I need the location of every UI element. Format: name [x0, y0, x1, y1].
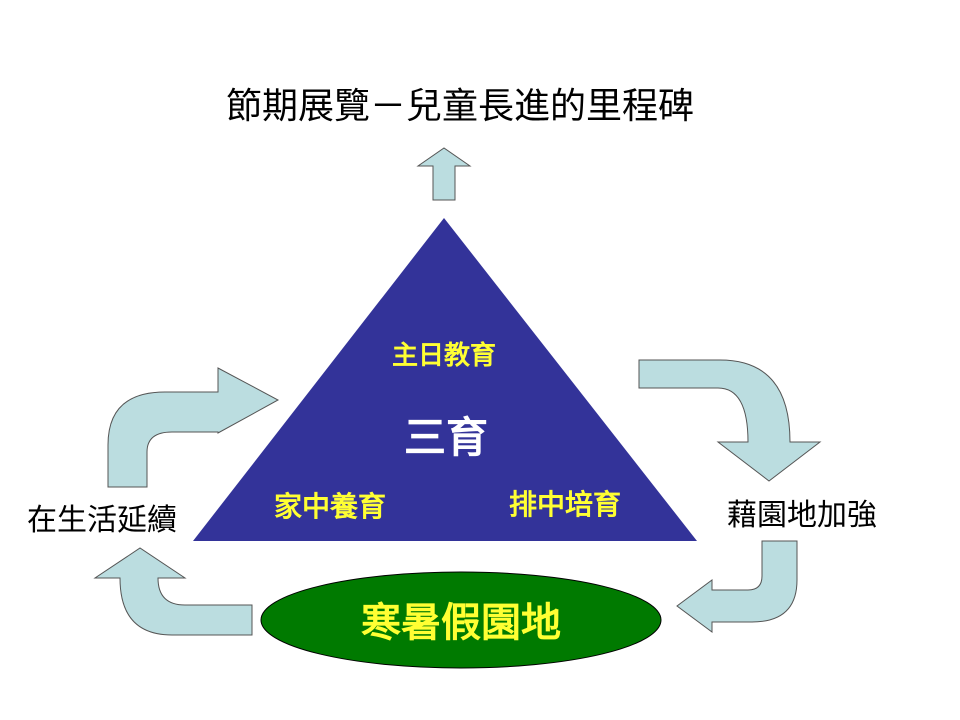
diagram-title: 節期展覽－兒童長進的里程碑	[226, 86, 694, 127]
triangle-bottom-right-label: 排中培育	[509, 488, 621, 521]
triangle	[193, 218, 697, 541]
right-label: 藉園地加強	[727, 498, 877, 533]
up-arrow	[416, 147, 472, 201]
triangle-center-label: 三育	[404, 413, 488, 462]
curved-arrow-top-left	[107, 367, 280, 488]
triangle-top-label: 主日教育	[392, 340, 496, 371]
triangle-bottom-left-label: 家中養育	[274, 490, 386, 523]
curved-arrow-bottom-left	[93, 547, 253, 636]
left-label: 在生活延續	[27, 503, 177, 538]
curved-arrow-top-right	[638, 359, 822, 482]
ellipse	[260, 571, 662, 669]
curved-arrow-bottom-right	[676, 540, 798, 633]
ellipse-label: 寒暑假園地	[361, 599, 561, 646]
